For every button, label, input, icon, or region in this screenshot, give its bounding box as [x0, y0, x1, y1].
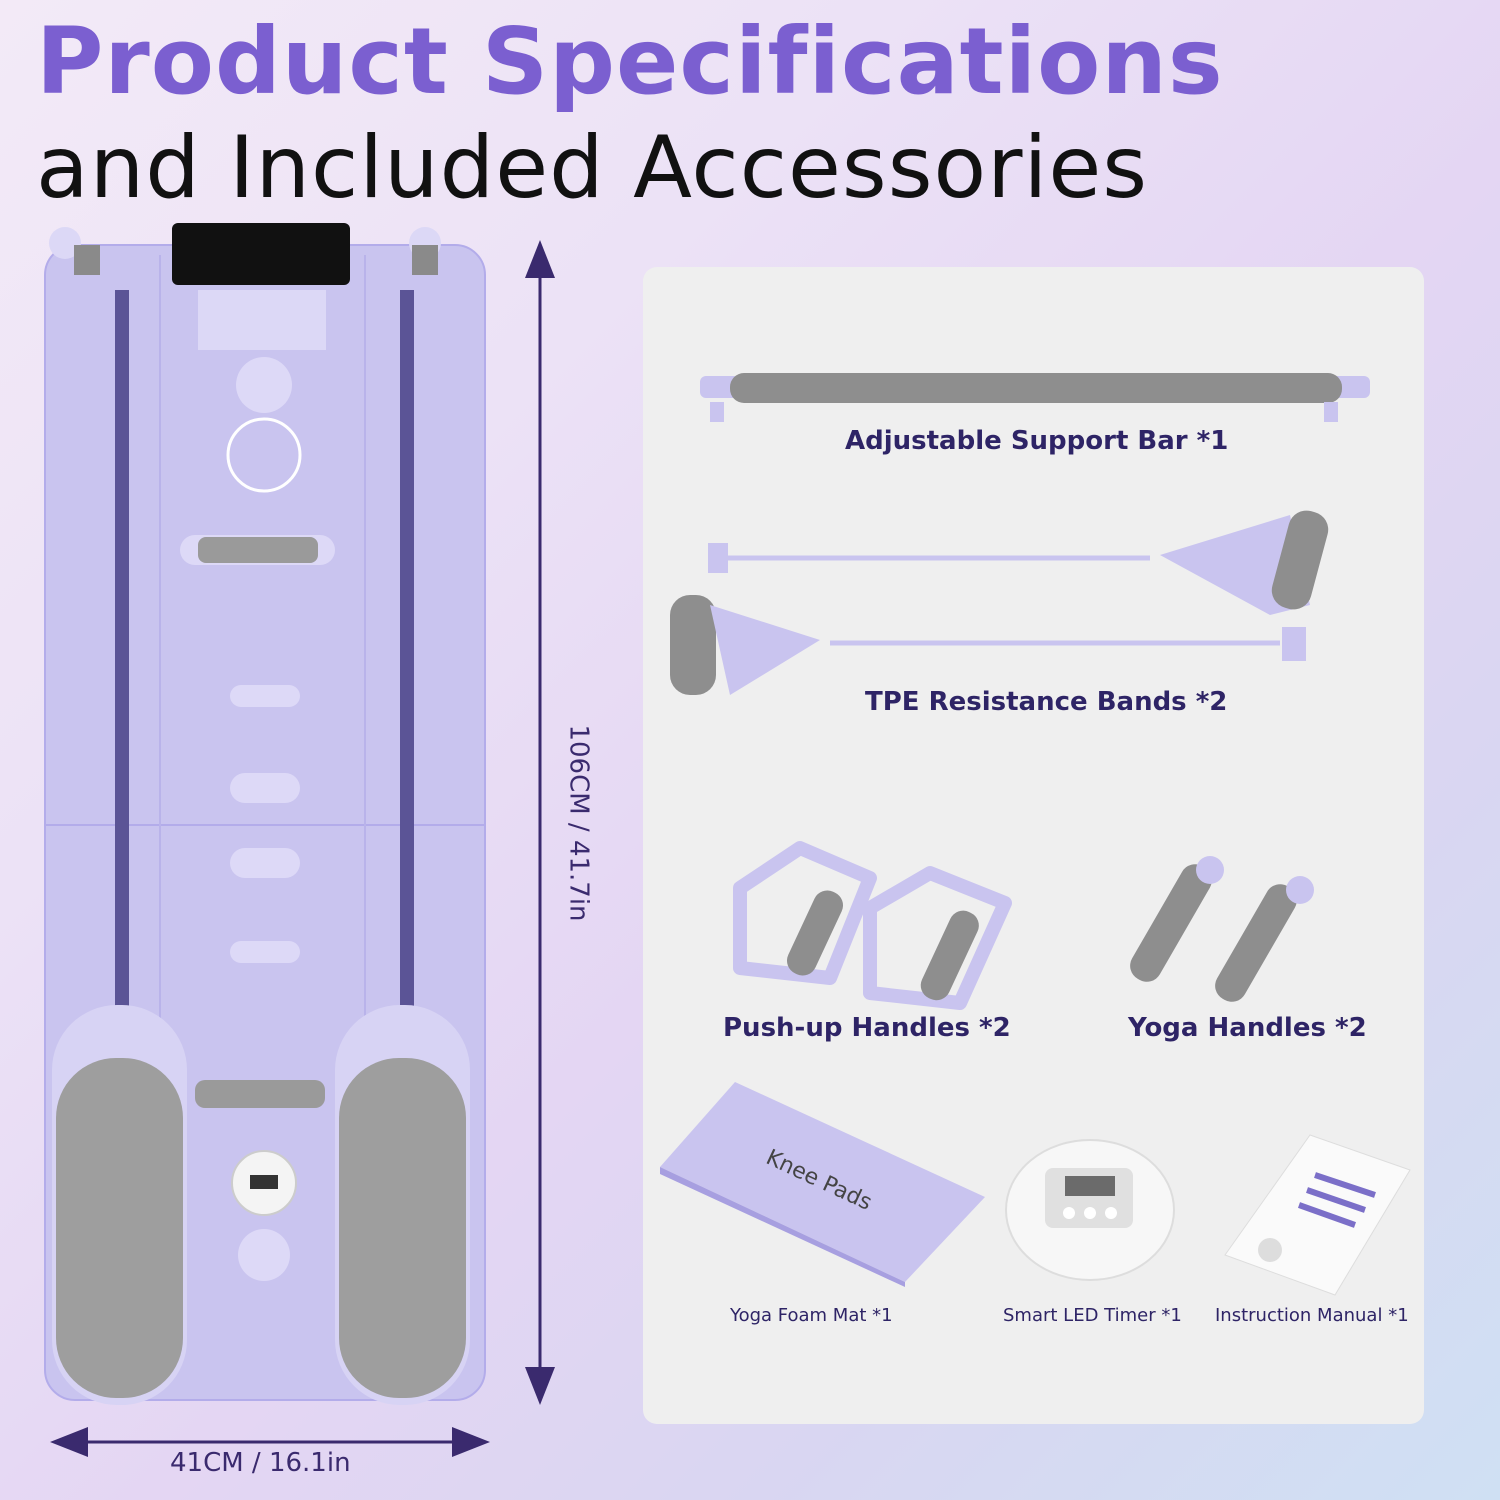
page-title-line1: Product Specifications [36, 8, 1224, 115]
foam-mat-illustration [660, 1082, 985, 1287]
foam-mat-label: Yoga Foam Mat *1 [730, 1305, 893, 1326]
pilates-board-illustration [44, 223, 486, 1405]
instruction-manual-illustration [1224, 1134, 1411, 1296]
height-dimension-label: 106CM / 41.7in [563, 724, 594, 922]
resistance-bands-illustration [670, 510, 1329, 695]
support-bar-label: Adjustable Support Bar *1 [845, 426, 1229, 456]
pushup-handles-illustration [733, 841, 1012, 1010]
pushup-handles-label: Push-up Handles *2 [723, 1013, 1011, 1043]
width-dimension-label: 41CM / 16.1in [170, 1448, 351, 1478]
led-timer-illustration [1005, 1139, 1175, 1281]
height-dimension-arrow [525, 240, 555, 1405]
yoga-handles-illustration [1130, 856, 1314, 1002]
resistance-bands-label: TPE Resistance Bands *2 [865, 687, 1228, 717]
yoga-handles-label: Yoga Handles *2 [1128, 1013, 1367, 1043]
width-dimension-arrow [50, 1427, 490, 1457]
led-timer-label: Smart LED Timer *1 [1003, 1305, 1182, 1326]
page-title-line2: and Included Accessories [36, 118, 1149, 218]
instruction-manual-label: Instruction Manual *1 [1215, 1305, 1409, 1326]
support-bar-illustration [700, 373, 1370, 422]
